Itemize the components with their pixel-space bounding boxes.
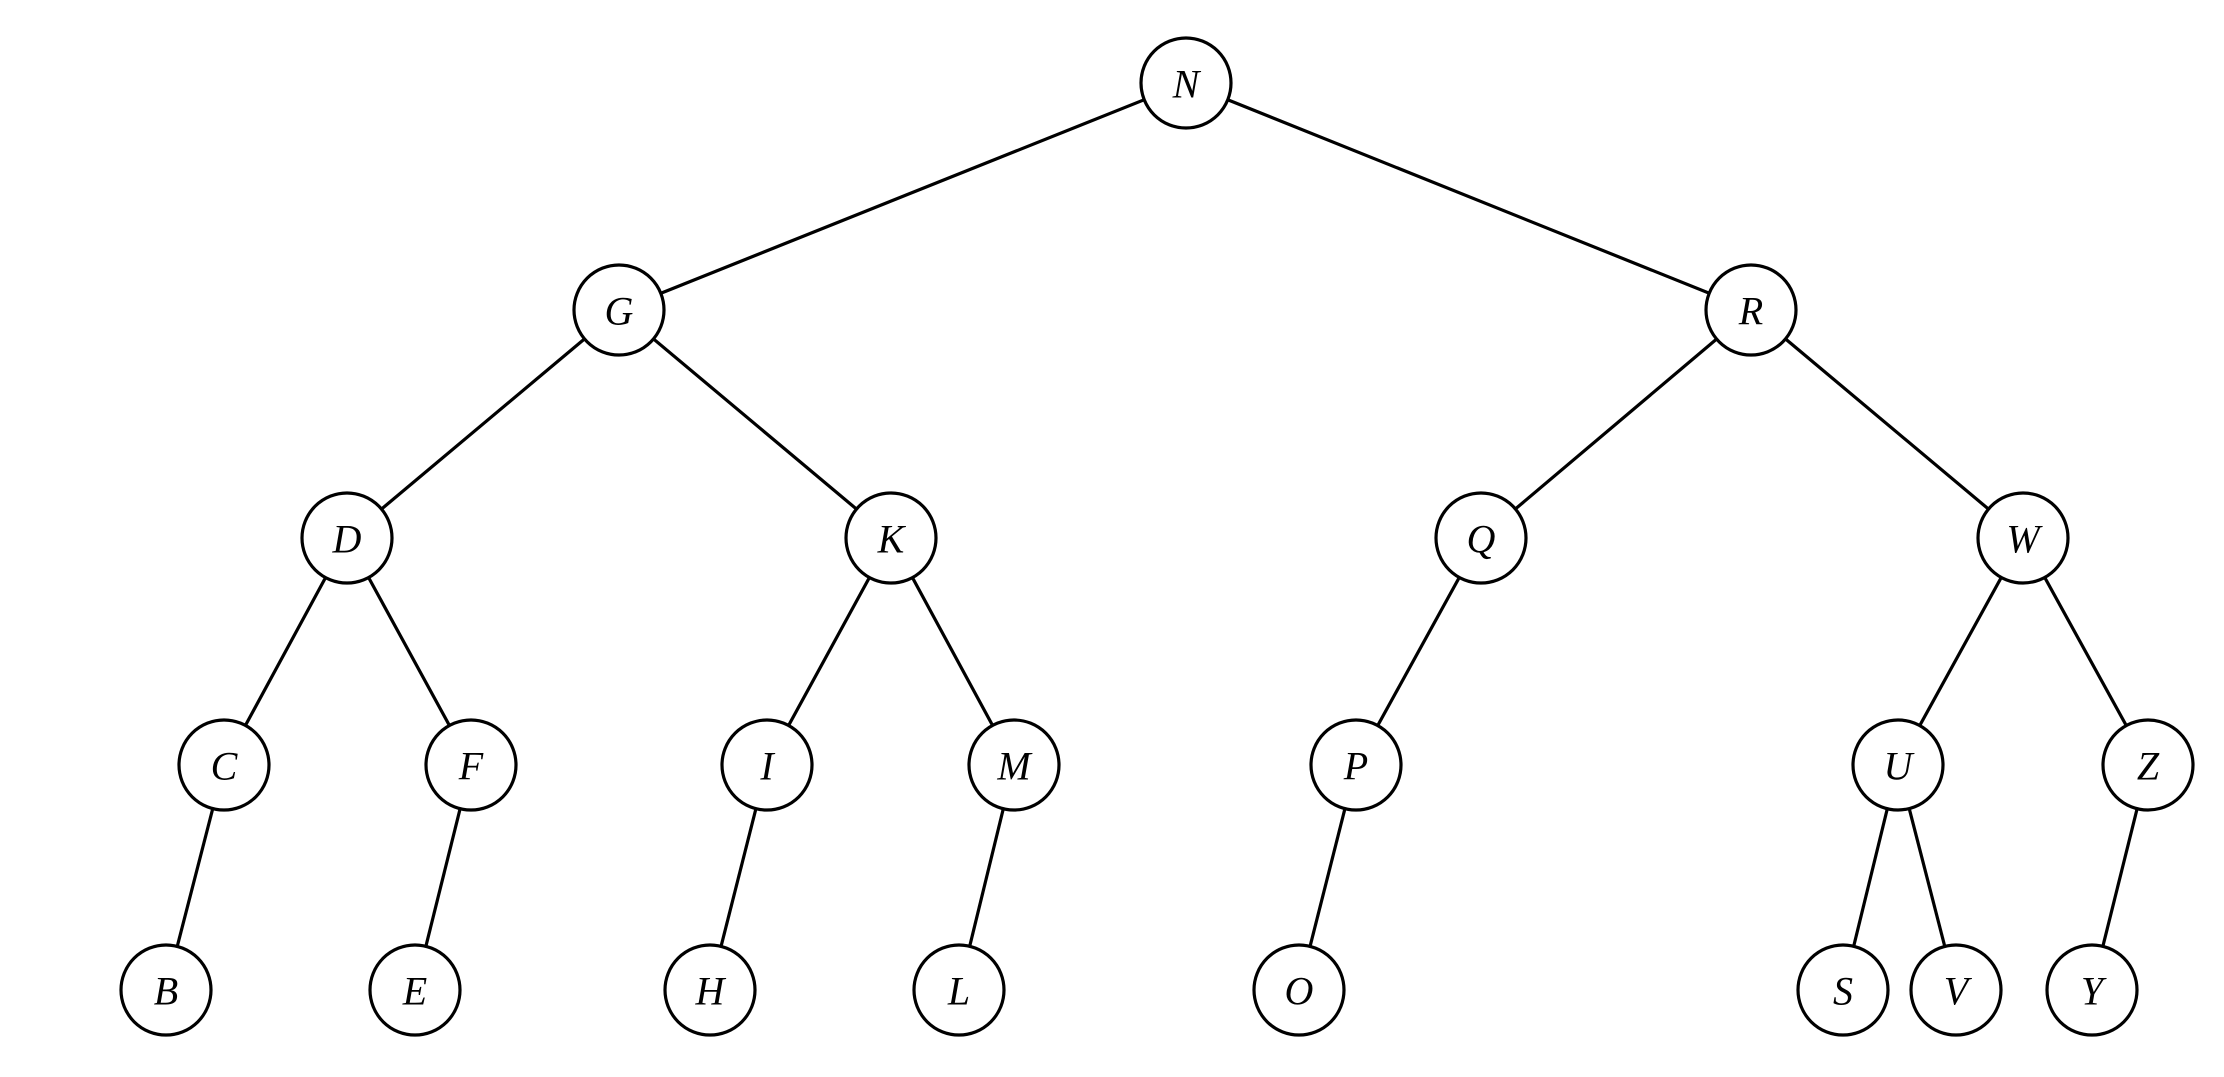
edge-r-w (1749, 308, 2025, 540)
tree-node-g: G (572, 263, 666, 357)
node-circle (1309, 718, 1403, 812)
tree-node-l: L (912, 943, 1006, 1037)
tree-node-h: H (663, 943, 757, 1037)
node-label: F (458, 744, 484, 789)
node-circle (1252, 943, 1346, 1037)
node-label: S (1833, 969, 1853, 1014)
node-label: Q (1467, 517, 1496, 562)
node-circle (368, 943, 462, 1037)
node-circle (912, 943, 1006, 1037)
node-circle (844, 491, 938, 585)
node-label: O (1285, 969, 1314, 1014)
node-circle (1796, 943, 1890, 1037)
tree-node-c: C (177, 718, 271, 812)
tree-node-m: M (967, 718, 1061, 812)
node-label: R (1738, 289, 1763, 334)
node-circle (967, 718, 1061, 812)
node-circle (2101, 718, 2195, 812)
node-circle (1909, 943, 2003, 1037)
tree-nodes: N G R D K Q W C F I M P U Z B E H L O S V Y (119, 36, 2195, 1037)
node-circle (119, 943, 213, 1037)
node-label: P (1343, 744, 1368, 789)
tree-node-q: Q (1434, 491, 1528, 585)
node-circle (1976, 491, 2070, 585)
tree-node-z: Z (2101, 718, 2195, 812)
node-label: D (332, 517, 362, 562)
edge-r-q (1479, 308, 1753, 540)
tree-edges (164, 81, 2150, 991)
node-circle (424, 718, 518, 812)
tree-node-p: P (1309, 718, 1403, 812)
node-circle (663, 943, 757, 1037)
tree-node-k: K (844, 491, 938, 585)
node-label: E (402, 969, 427, 1014)
node-label: G (605, 289, 634, 334)
node-label: W (2006, 517, 2043, 562)
node-label: Y (2081, 969, 2107, 1014)
node-circle (300, 491, 394, 585)
node-circle (2045, 943, 2139, 1037)
node-circle (177, 718, 271, 812)
tree-node-u: U (1851, 718, 1945, 812)
tree-node-e: E (368, 943, 462, 1037)
edge-n-g (618, 81, 1187, 312)
node-label: Z (2137, 744, 2160, 789)
node-label: K (877, 517, 907, 562)
node-label: V (1944, 969, 1973, 1014)
tree-node-w: W (1976, 491, 2070, 585)
node-circle (1139, 36, 1233, 130)
edge-g-k (617, 308, 893, 540)
node-label: C (211, 744, 239, 789)
tree-node-v: V (1909, 943, 2003, 1037)
node-circle (572, 263, 666, 357)
node-circle (1851, 718, 1945, 812)
node-label: H (695, 969, 727, 1014)
edge-n-r (1185, 81, 1752, 312)
tree-node-i: I (720, 718, 814, 812)
tree-node-y: Y (2045, 943, 2139, 1037)
node-label: U (1884, 744, 1916, 789)
node-label: M (996, 744, 1033, 789)
node-label: I (759, 744, 775, 789)
node-circle (1434, 491, 1528, 585)
tree-node-o: O (1252, 943, 1346, 1037)
node-label: L (947, 969, 970, 1014)
tree-node-d: D (300, 491, 394, 585)
tree-node-f: F (424, 718, 518, 812)
node-circle (1704, 263, 1798, 357)
node-circle (720, 718, 814, 812)
node-label: B (154, 969, 178, 1014)
tree-node-b: B (119, 943, 213, 1037)
tree-node-s: S (1796, 943, 1890, 1037)
tree-node-r: R (1704, 263, 1798, 357)
node-label: N (1172, 62, 1202, 107)
tree-node-n: N (1139, 36, 1233, 130)
edge-g-d (345, 308, 621, 540)
